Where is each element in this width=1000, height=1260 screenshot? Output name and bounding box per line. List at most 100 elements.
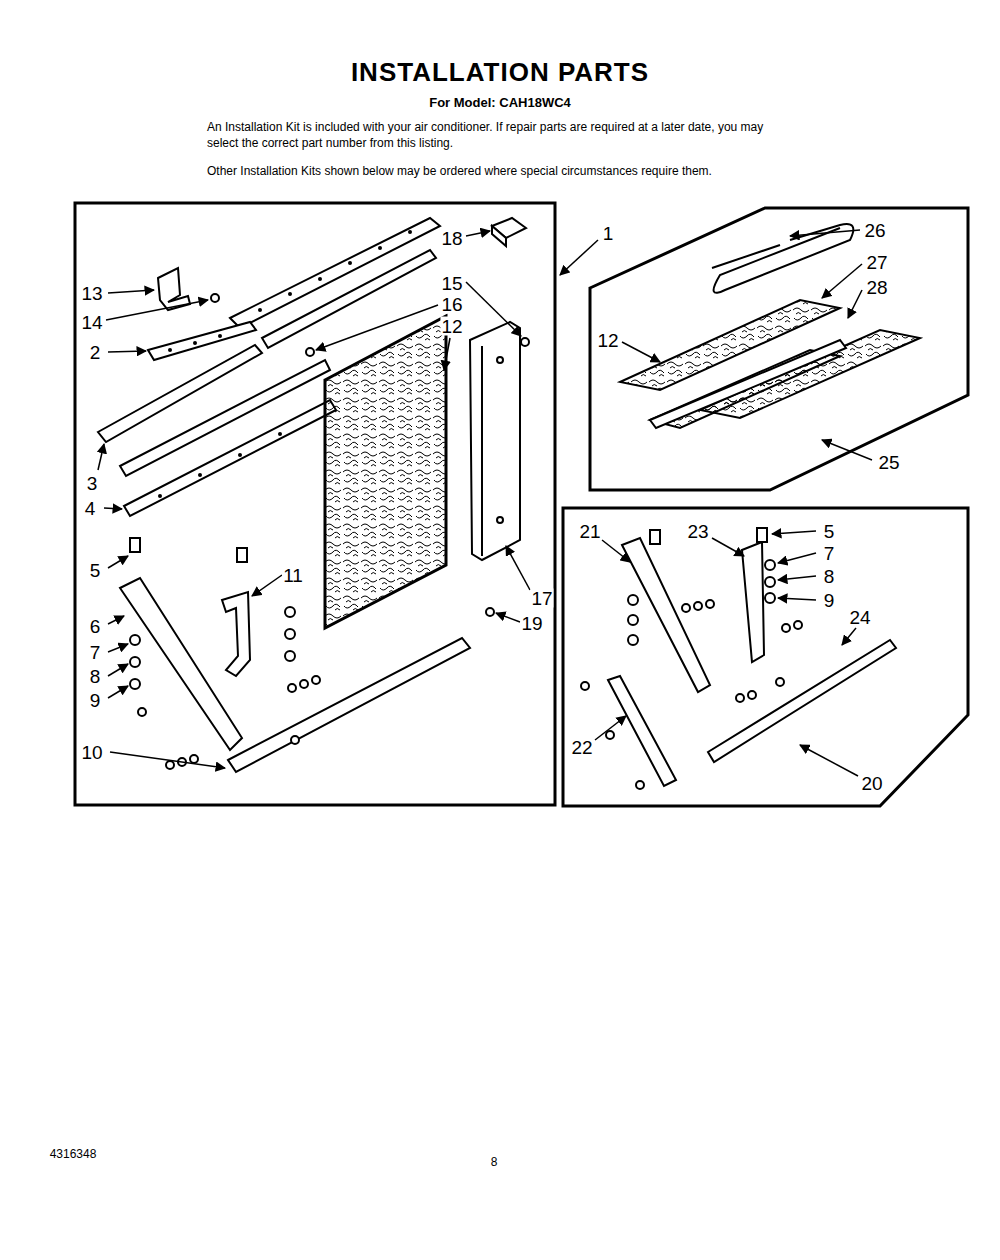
screws-part [486, 608, 494, 616]
leader-lines-part [496, 613, 520, 622]
panel-frames-part [75, 203, 555, 805]
callout-number: 5 [89, 561, 102, 580]
brackets-21-23-part [706, 600, 714, 608]
callout-number: 7 [823, 544, 836, 563]
support-leg-6-part [130, 679, 140, 689]
bracket-11-part [288, 684, 296, 692]
rail-holes-part [318, 277, 322, 281]
leader-lines-part [108, 686, 128, 698]
model-heading: For Model: CAH18WC4 [429, 95, 571, 110]
rail-holes-part [238, 453, 242, 457]
window-rails-part [124, 400, 336, 516]
page-number: 8 [491, 1155, 498, 1169]
support-leg-6-part [130, 538, 140, 552]
leader-lines-part [106, 300, 208, 320]
leader-lines-part [466, 231, 490, 236]
leader-lines-part [595, 716, 626, 740]
callout-number: 25 [877, 453, 900, 472]
callout-number: 16 [440, 295, 463, 314]
leader-lines-part [712, 538, 744, 556]
leader-lines-part [778, 553, 816, 563]
bracket-13-part [158, 268, 190, 310]
foam-strips [620, 224, 920, 428]
leader-lines-part [560, 240, 598, 275]
callout-number: 12 [596, 331, 619, 350]
brackets-21-23-part [628, 615, 638, 625]
leader-lines-part [790, 230, 860, 236]
intro-note: Other Installation Kits shown below may … [207, 163, 792, 179]
sill-rail-10-part [228, 638, 470, 772]
brackets-22-24-part [708, 640, 896, 762]
bracket-11-part [285, 629, 295, 639]
channel-17-part [497, 357, 503, 363]
intro-note: An Installation Kit is included with you… [207, 119, 792, 151]
document-number: 4316348 [50, 1147, 97, 1161]
rail-holes-part [348, 261, 352, 265]
rail-holes-part [158, 494, 162, 498]
sill-rail-10-part [291, 736, 299, 744]
callout-number: 14 [80, 313, 103, 332]
rail-holes-part [198, 473, 202, 477]
callout-number: 18 [440, 229, 463, 248]
bracket-11-part [237, 548, 247, 562]
brackets-21-23-part [682, 604, 690, 612]
leader-lines-part [822, 440, 872, 460]
callout-number: 15 [440, 274, 463, 293]
sill-rail-10-part [166, 761, 174, 769]
brackets-21-23-part [694, 602, 702, 610]
leader-lines-part [108, 616, 124, 624]
bracket-11-part [285, 607, 295, 617]
brackets-22-24-part [636, 781, 644, 789]
leader-lines [98, 230, 872, 776]
leader-lines-part [822, 264, 862, 298]
callout-number: 20 [860, 774, 883, 793]
support-leg-6-part [138, 708, 146, 716]
rail-holes-part [288, 292, 292, 296]
brackets-21-23 [622, 528, 802, 692]
brackets-21-23-part [794, 621, 802, 629]
support-leg-6-part [130, 635, 140, 645]
support-leg-6-part [130, 657, 140, 667]
callout-number: 3 [86, 474, 99, 493]
callout-number: 9 [89, 691, 102, 710]
leader-lines-part [506, 546, 530, 590]
leader-lines-part [108, 290, 154, 293]
bracket-11 [222, 548, 320, 692]
channel-17-part [497, 517, 503, 523]
foam-strips-part [712, 224, 853, 293]
leader-lines-part [778, 598, 816, 600]
leader-lines-part [108, 664, 128, 676]
rail-holes-part [258, 308, 262, 312]
block-18-part [492, 226, 506, 246]
callout-number: 2 [89, 343, 102, 362]
window-rails-part [262, 250, 436, 348]
sill-rail-10 [166, 638, 470, 772]
leader-lines-part [108, 556, 128, 568]
brackets-21-23-part [742, 542, 764, 662]
callout-number: 27 [865, 253, 888, 272]
page-title: INSTALLATION PARTS [351, 57, 649, 88]
leader-lines-part [444, 338, 450, 370]
callout-number: 4 [84, 499, 97, 518]
callout-number: 23 [686, 522, 709, 541]
sill-rail-10-part [190, 755, 198, 763]
brackets-21-23-part [622, 538, 710, 692]
callout-number: 13 [80, 284, 103, 303]
leader-lines-part [252, 575, 282, 596]
callout-number: 8 [823, 567, 836, 586]
callout-number: 5 [823, 522, 836, 541]
bracket-11-part [222, 592, 250, 676]
channel-17-part [470, 322, 520, 560]
callout-number: 11 [282, 566, 304, 585]
bracket-11-part [300, 680, 308, 688]
brackets-22-24-part [581, 682, 589, 690]
bracket-13-part [211, 294, 219, 302]
rail-holes-part [378, 246, 382, 250]
brackets-21-23-part [765, 577, 775, 587]
channel-17 [470, 322, 529, 560]
brackets-22-24-part [748, 691, 756, 699]
panel-frames [75, 203, 968, 806]
bracket-11-part [312, 676, 320, 684]
brackets-21-23-part [757, 528, 767, 542]
